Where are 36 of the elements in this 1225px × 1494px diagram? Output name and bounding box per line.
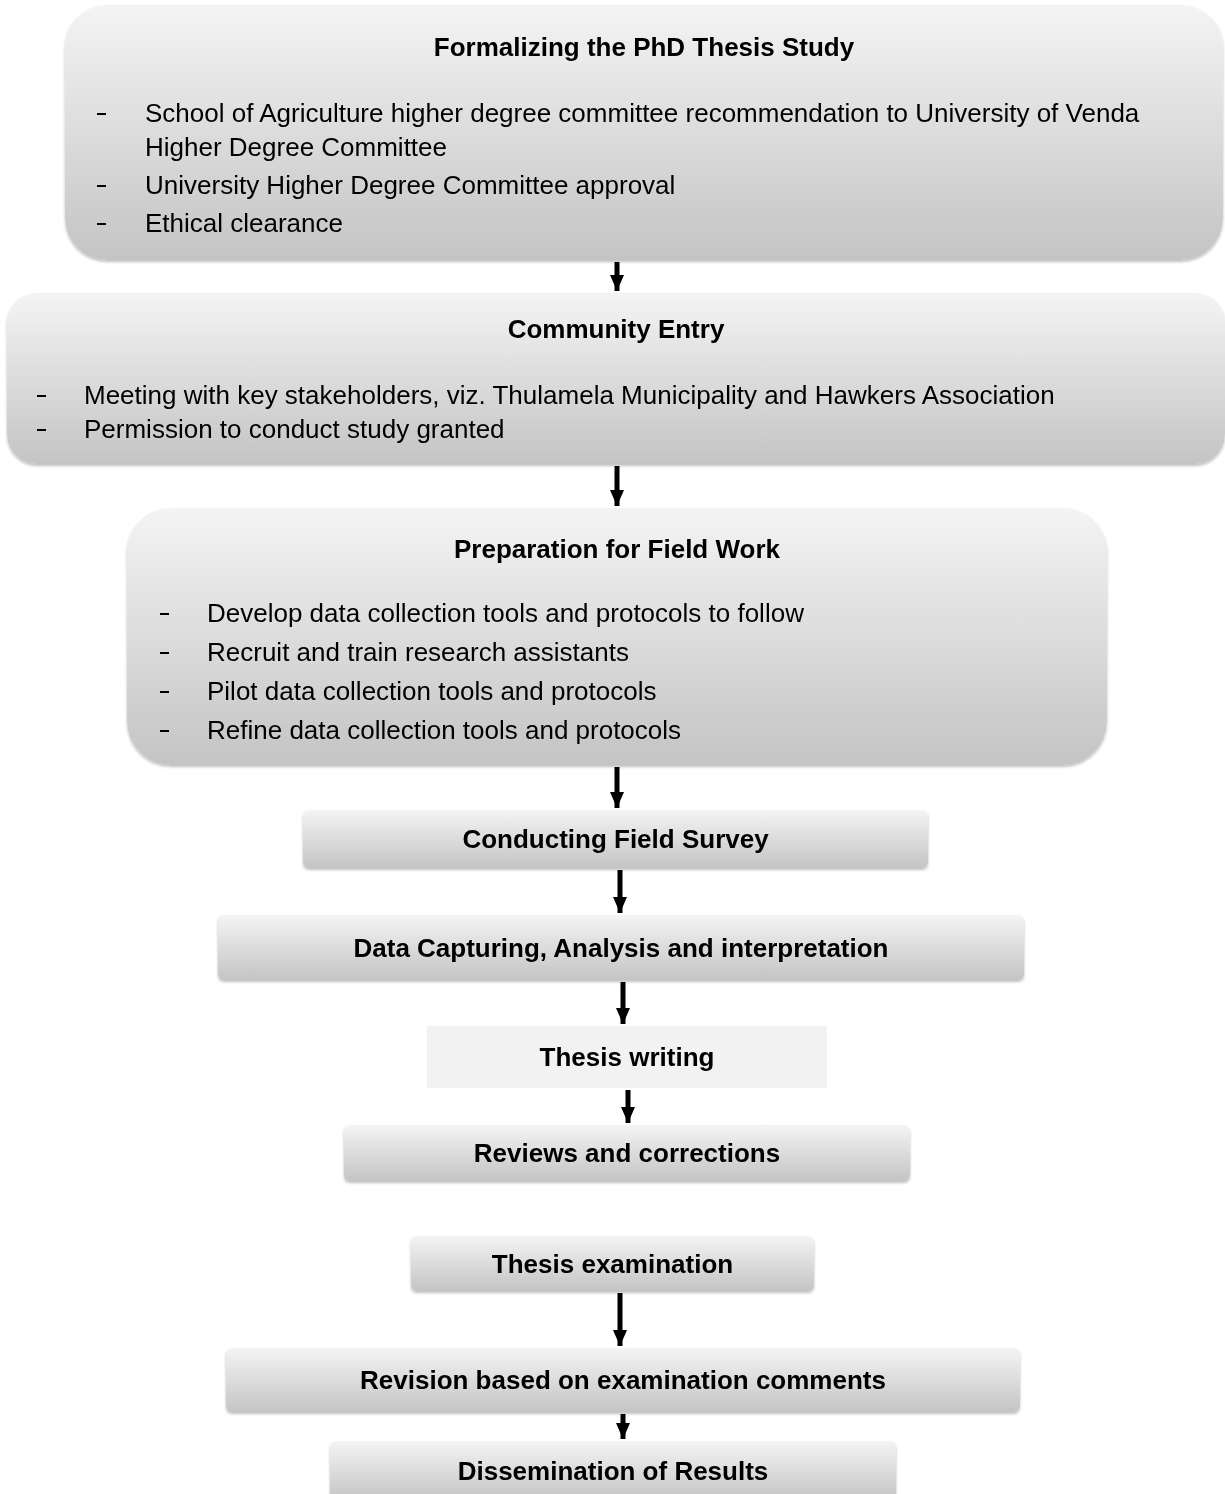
list-item: Pilot data collection tools and protocols [207,676,657,706]
process-box [344,1125,910,1181]
box-heading: Formalizing the PhD Thesis Study [432,32,856,62]
arrow [610,466,624,506]
arrow [610,262,624,291]
arrow [616,982,630,1024]
box-heading: Thesis examination [491,1248,734,1279]
box-heading: Conducting Field Survey [462,824,769,854]
box-heading: Preparation for Field Work [453,534,781,564]
list-item: Meeting with key stakeholders, viz. Thulamela Municipality and Hawkers Association [84,380,1055,410]
process-box [65,5,1223,260]
list-item: Ethical clearance [145,208,343,238]
box-heading: Community Entry [506,314,726,344]
box-heading: Revision based on examination comments [360,1365,886,1395]
arrow [610,767,624,808]
process-box [226,1348,1020,1412]
arrow [613,1293,627,1346]
list-item: Permission to conduct study granted [84,414,505,444]
box-heading: Dissemination of Results [457,1456,769,1486]
process-box [330,1441,896,1494]
arrow [621,1090,635,1123]
process-box [7,293,1225,464]
process-box [127,508,1107,765]
list-item: Recruit and train research assistants [207,637,629,667]
list-item: Refine data collection tools and protocols [207,715,682,745]
arrow [613,870,627,913]
process-box [218,915,1024,980]
list-item: Develop data collection tools and protocols to follow [207,598,804,628]
list-item: School of Agriculture higher degree committee recommendation to University of Venda Higher Degree Committee [145,98,1140,162]
box-heading: Data Capturing, Analysis and interpretation [353,932,889,963]
list-item: University Higher Degree Committee approval [145,170,676,200]
box-heading: Reviews and corrections [473,1138,781,1168]
box-heading: Thesis writing [539,1042,715,1072]
process-box [411,1236,814,1291]
process-box [303,810,928,868]
arrow [616,1414,630,1439]
